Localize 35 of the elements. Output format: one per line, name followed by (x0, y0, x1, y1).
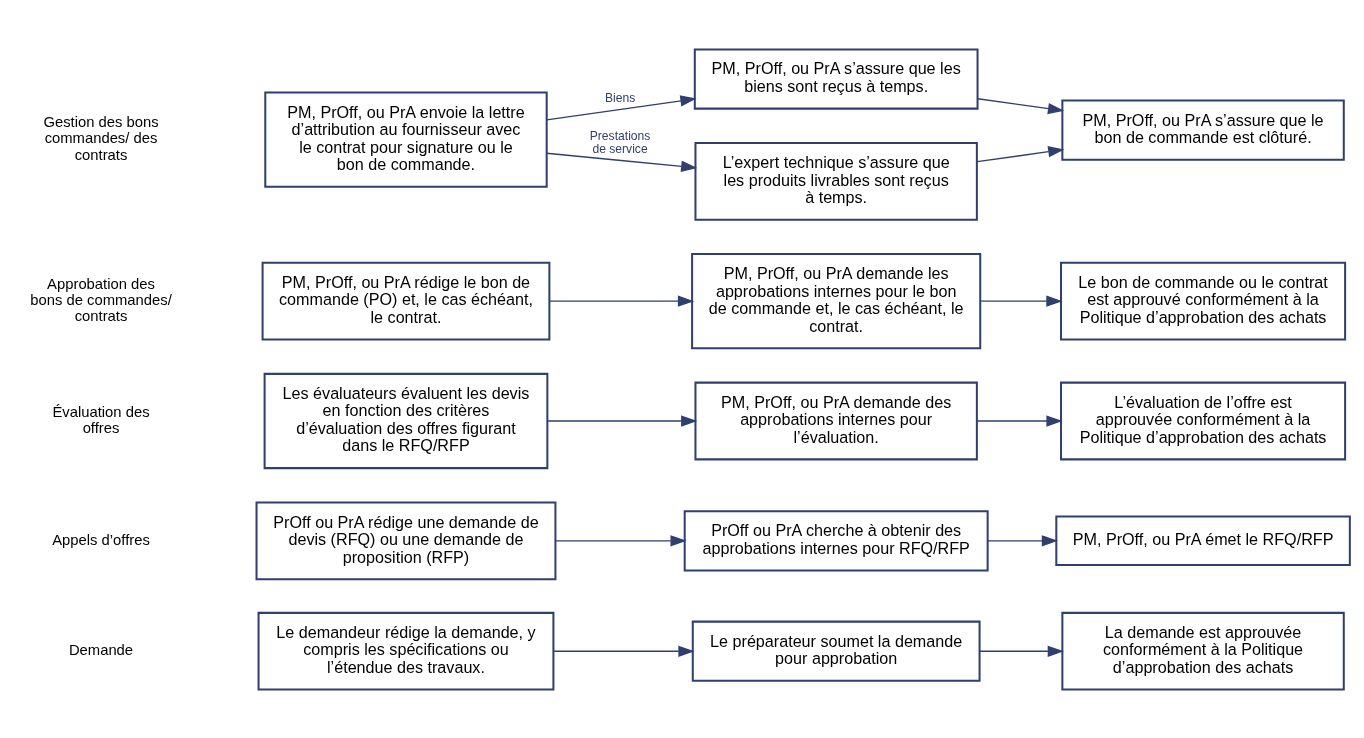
arrow (554, 534, 687, 546)
arrow (546, 152, 698, 172)
node-box: Les évaluateurs évaluent les devis en fonction des critères d’évaluation des offres figurant dans le RFQ/RFP (263, 372, 549, 469)
node-box: PM, PrOff, ou PrA envoie la lettre d’attribution au fournisseur avec le contrat pour signature ou le bon de commande. (264, 90, 548, 188)
node-box: Le préparateur soumet la demande pour approbation (691, 620, 981, 682)
node-box: Le demandeur rédige la demande, y compris les spécifications ou l’étendue des travaux. (257, 611, 555, 691)
arrow (979, 645, 1064, 657)
node-box: L’expert technique s’assure que les produits livrables sont reçus à temps. (694, 141, 978, 221)
arrow (977, 97, 1065, 114)
label: Demande (68, 641, 134, 658)
node-box: PM, PrOff, ou PrA rédige le bon de commande (PO) et, le cas échéant, le contrat. (261, 261, 551, 341)
arrow (976, 145, 1065, 162)
arrow (987, 534, 1058, 546)
arrow (549, 295, 695, 307)
edge-label: Biens (604, 90, 636, 105)
arrow (547, 414, 698, 427)
label: Évaluation des offres (52, 403, 150, 436)
edge-label: Prestations de service (589, 128, 651, 156)
arrow (546, 94, 697, 120)
label: Gestion des bons commandes/ des contrats (43, 113, 159, 163)
node-box: PM, PrOff, ou PrA s’assure que les biens sont reçus à temps. (693, 47, 979, 110)
label: Approbation des bons de commandes/ contrats (30, 275, 172, 324)
node-box: PM, PrOff, ou PrA émet le RFQ/RFP (1055, 515, 1351, 566)
node-box: PM, PrOff, ou PrA demande les approbations internes pour le bon de commande et, le cas échéant, le contrat. (691, 252, 982, 349)
arrow (979, 295, 1063, 307)
node-box: La demande est approuvée conformément à la Politique d’approbation des achats (1061, 611, 1345, 691)
node-box: PM, PrOff, ou PrA s’assure que le bon de commande est clôturé. (1061, 99, 1345, 161)
node-box: PrOff ou PrA rédige une demande de devis (RFQ) ou une demande de proposition (RFP) (255, 500, 557, 580)
node-box: L’évaluation de l’offre est approuvée conformément à la Politique d’approbation des achats (1060, 381, 1347, 460)
node-box: PrOff ou PrA cherche à obtenir des approbations internes pour RFQ/RFP (683, 509, 989, 571)
label: Appels d’offres (52, 531, 150, 548)
node-box: Le bon de commande ou le contrat est approuvé conformément à la Politique d’approbation des achats (1060, 261, 1347, 341)
arrow (553, 645, 695, 657)
arrow (976, 414, 1063, 427)
node-box: PM, PrOff, ou PrA demande des approbations internes pour l’évaluation. (694, 381, 978, 460)
